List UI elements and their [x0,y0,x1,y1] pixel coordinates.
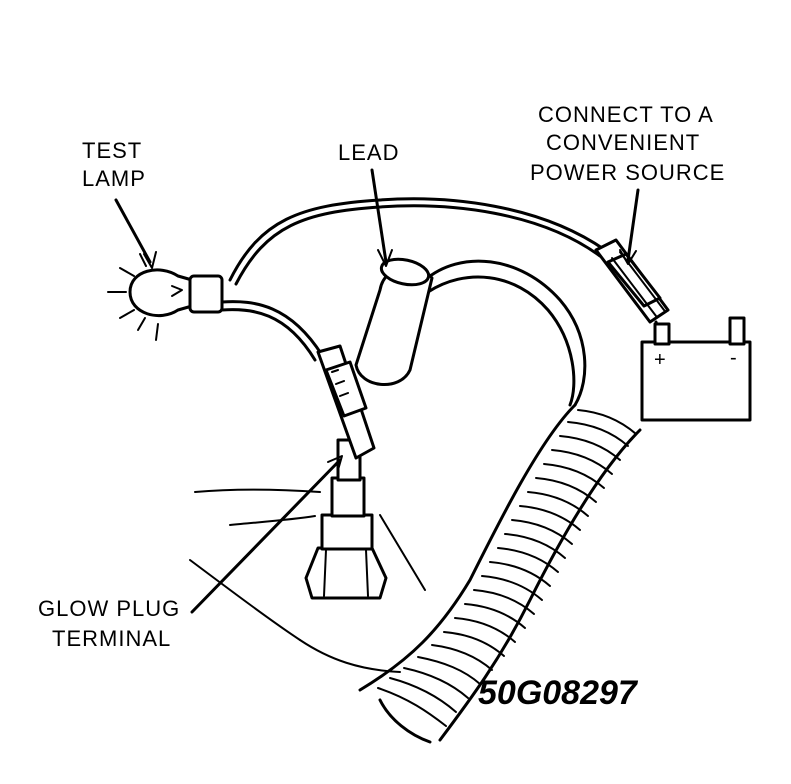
power-clip [594,238,670,342]
test-lamp-label-line2: LAMP [82,166,146,191]
test-lamp-label-line1: TEST [82,138,142,163]
glow-plug [304,438,388,600]
glow-plug-terminal-label-line2: TERMINAL [52,626,171,651]
glow-plug-terminal-label-line1: GLOW PLUG [38,596,180,621]
battery-positive-sign: + [654,349,666,371]
lead-label: LEAD [338,140,399,165]
test-lamp [107,253,224,341]
corrugated-hose [358,403,642,744]
power-source-label-line1: CONNECT TO A [538,102,714,127]
figure-code: 50G08297 [478,674,639,712]
battery-negative-sign: - [730,347,737,369]
lead-connector [354,257,434,386]
battery: + - [640,316,752,422]
glow-plug-clip [316,344,376,460]
power-source-label-line3: POWER SOURCE [530,160,725,185]
leader-lines [114,168,640,614]
power-source-label-line2: CONVENIENT [546,130,700,155]
wires [220,197,607,407]
